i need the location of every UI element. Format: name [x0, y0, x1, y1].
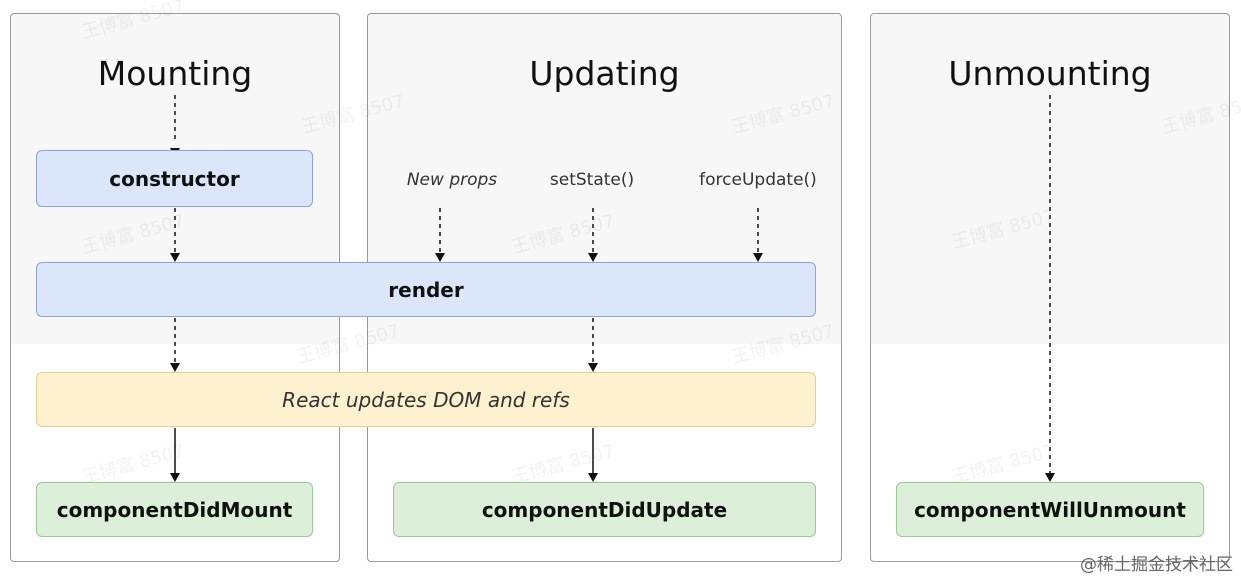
updating-title: Updating — [529, 54, 680, 93]
component-did-update-box: componentDidUpdate — [393, 482, 816, 537]
component-did-mount-box: componentDidMount — [36, 482, 313, 537]
unmounting-column: Unmounting — [870, 13, 1230, 562]
trigger-set-state: setState() — [549, 170, 635, 190]
react-updates-dom-box: React updates DOM and refs — [36, 372, 816, 427]
unmounting-title: Unmounting — [948, 54, 1152, 93]
constructor-box: constructor — [36, 150, 313, 207]
render-box: render — [36, 262, 816, 317]
trigger-new-props: New props — [406, 170, 498, 190]
component-will-unmount-box: componentWillUnmount — [896, 482, 1204, 537]
mounting-title: Mounting — [97, 54, 253, 93]
credit-label: @稀土掘金技术社区 — [1080, 555, 1233, 575]
trigger-force-update: forceUpdate() — [699, 170, 817, 190]
